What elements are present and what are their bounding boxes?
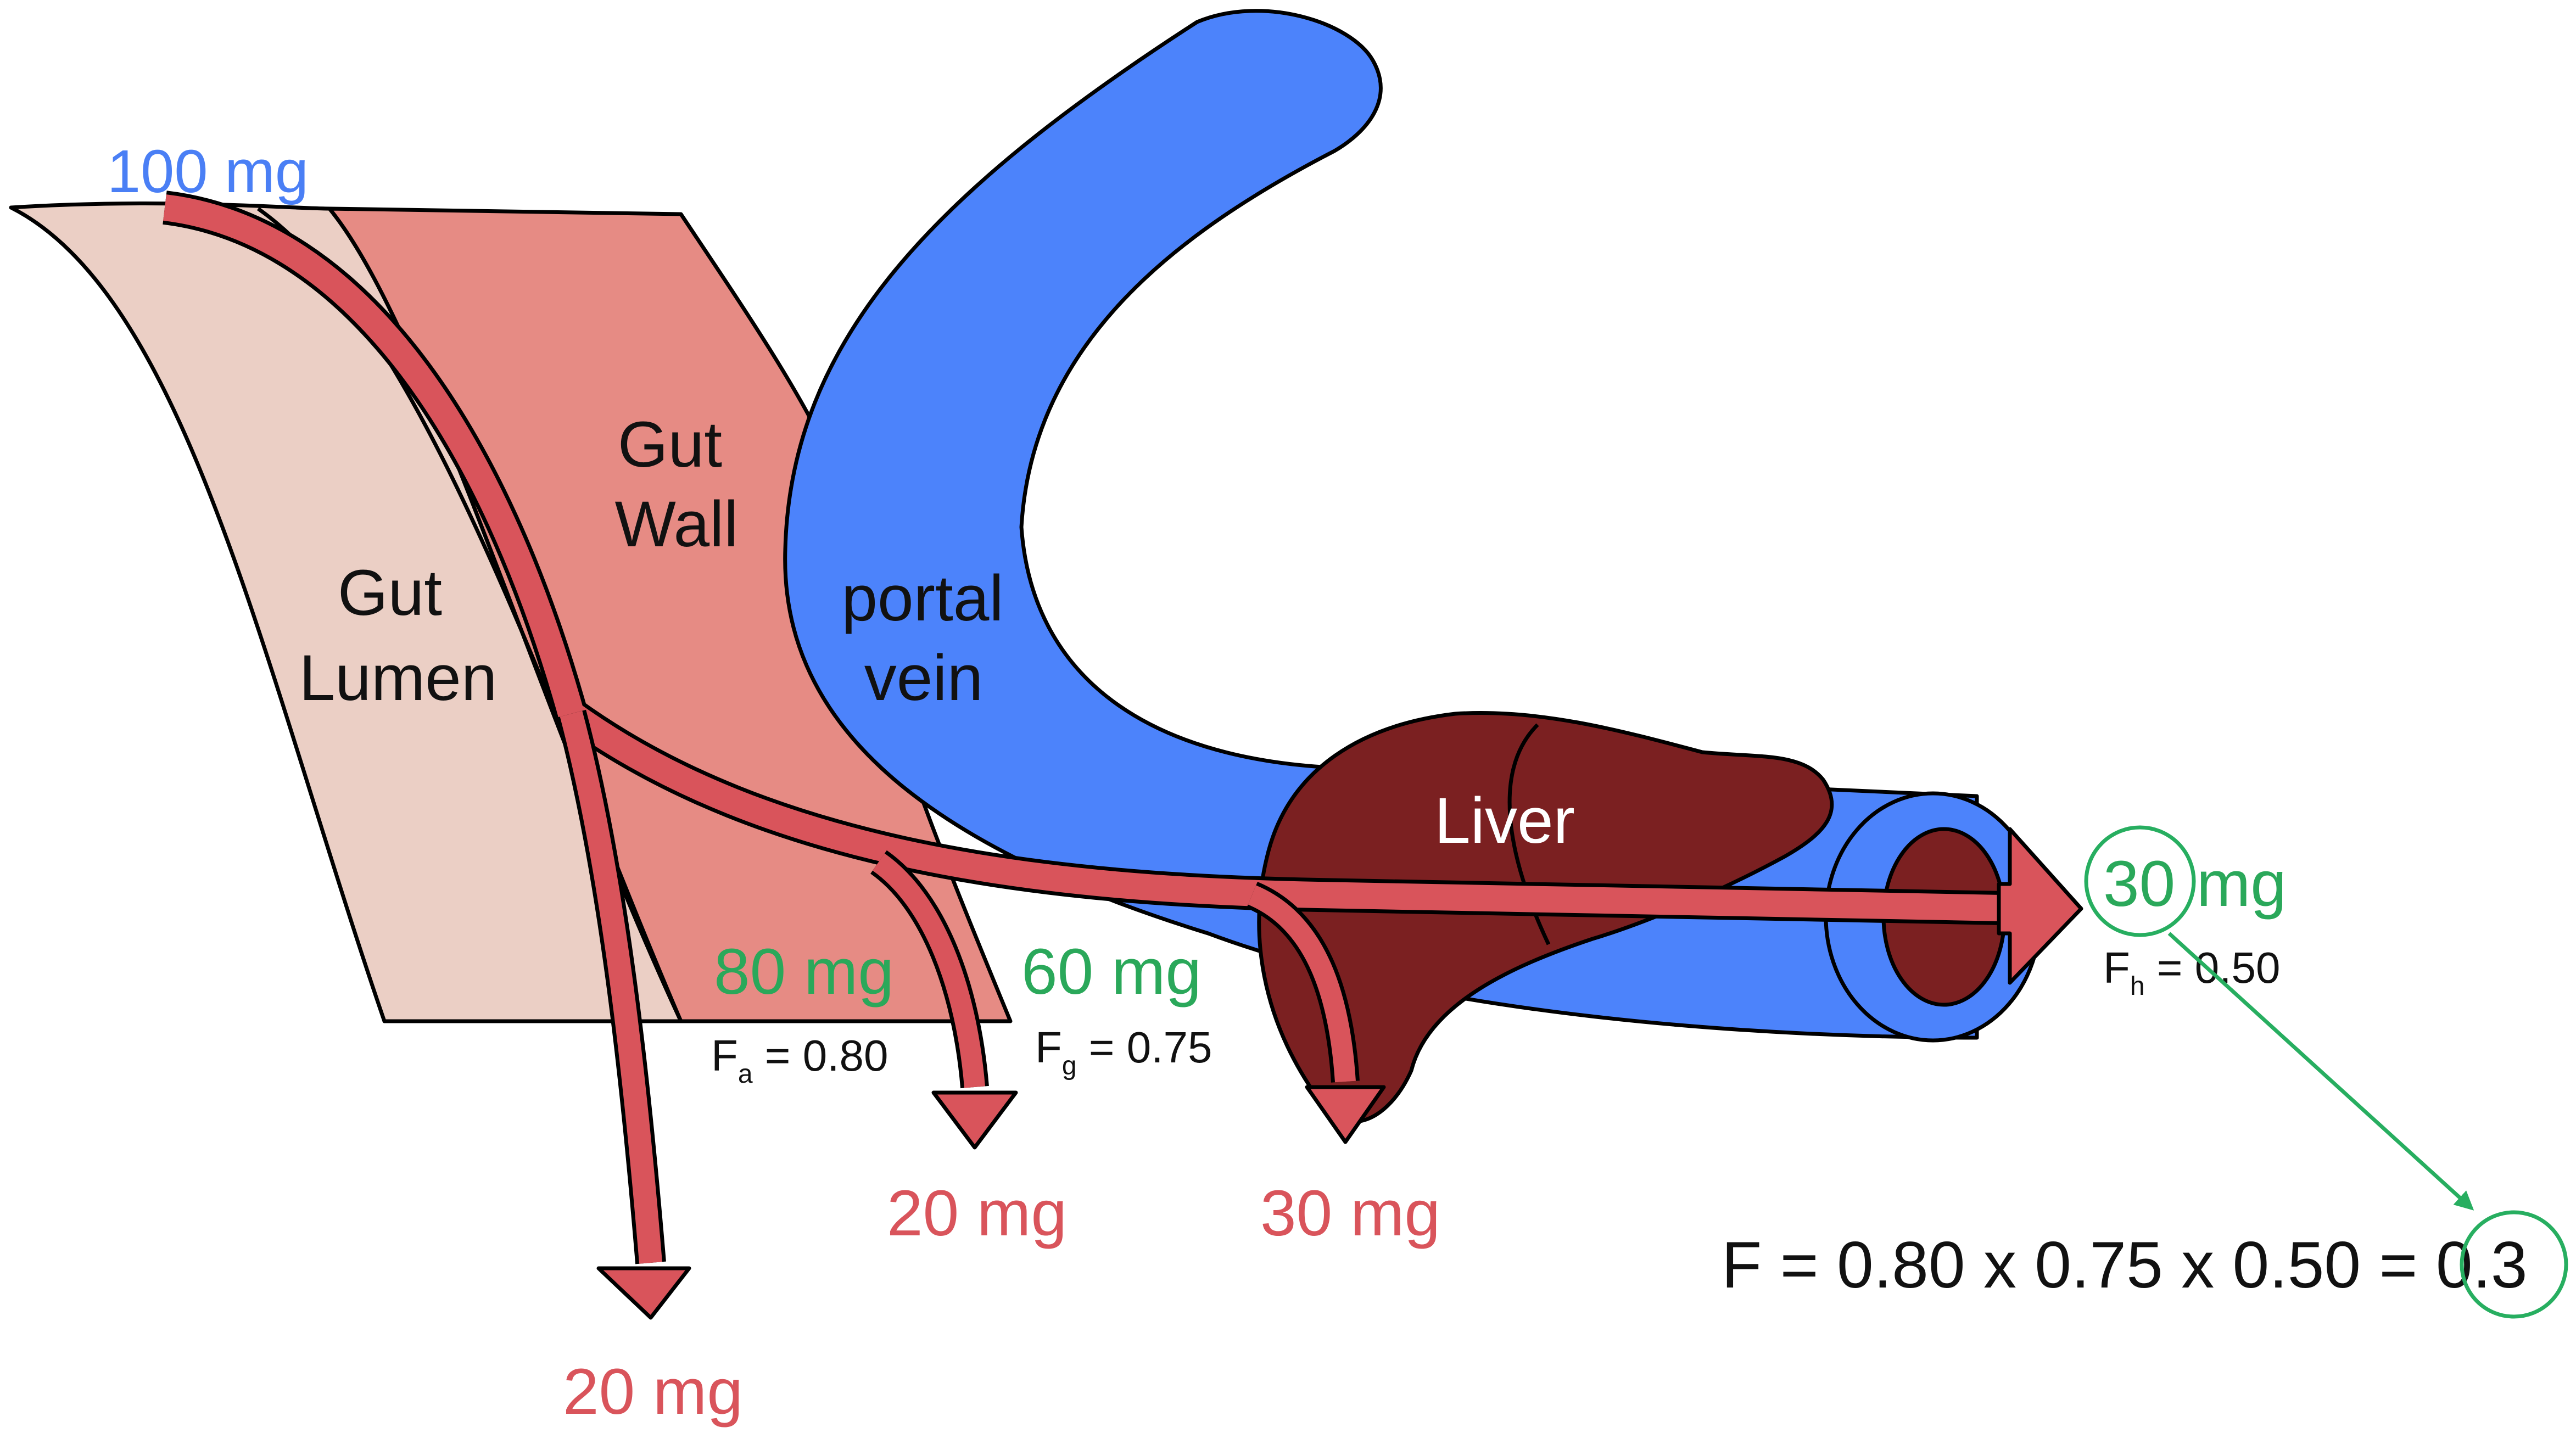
fraction-gut-wall-subscript: g xyxy=(1062,1051,1077,1081)
gut-wall-label-line2: Wall xyxy=(614,488,738,561)
drug-flow-gut-wall-loss-arrowhead xyxy=(931,1090,1018,1150)
drug-flow-unabsorbed-loss xyxy=(560,710,662,1264)
dose-label: 100 mg xyxy=(107,138,309,205)
fraction-absorbed-subscript: a xyxy=(738,1060,753,1089)
amount-after-gut-wall: 60 mg xyxy=(1021,936,1202,1008)
amount-lost-gut-wall: 20 mg xyxy=(887,1177,1067,1250)
fraction-gut-wall-symbol: F xyxy=(1035,1023,1062,1072)
drug-flow-gut-wall-loss xyxy=(872,853,985,1088)
drug-flow-liver-loss-arrowhead xyxy=(1305,1085,1386,1144)
drug-flow-unabsorbed-loss-arrowhead xyxy=(596,1266,691,1320)
amount-lost-liver: 30 mg xyxy=(1260,1177,1440,1250)
fraction-absorbed-value: = 0.80 xyxy=(753,1031,889,1080)
systemic-amount-circle xyxy=(2084,825,2196,937)
formula-expression: F = 0.80 x 0.75 x 0.50 = xyxy=(1722,1228,2436,1302)
portal-vein-label-line1: portal xyxy=(841,562,1003,635)
gut-wall-label-line1: Gut xyxy=(618,408,722,481)
drug-flow-liver-loss xyxy=(1248,885,1356,1083)
fraction-absorbed: Fa = 0.80 xyxy=(711,1031,888,1089)
fraction-hepatic-symbol: F xyxy=(2103,943,2130,992)
formula-result-circle xyxy=(2460,1210,2568,1319)
fraction-absorbed-symbol: F xyxy=(711,1031,738,1080)
fraction-hepatic-subscript: h xyxy=(2130,972,2145,1001)
amount-after-absorption: 80 mg xyxy=(714,936,894,1008)
gut-lumen-label-line1: Gut xyxy=(338,557,442,629)
bioavailability-formula: F = 0.80 x 0.75 x 0.50 = 0.3 xyxy=(1722,1228,2528,1302)
fraction-hepatic-value: = 0.50 xyxy=(2145,943,2281,992)
fraction-gut-wall: Fg = 0.75 xyxy=(1035,1023,1212,1081)
drug-flow-main-arrowhead xyxy=(1997,827,2083,985)
fraction-gut-wall-value: = 0.75 xyxy=(1077,1023,1212,1072)
amount-systemic-value: 30 xyxy=(2103,848,2175,920)
portal-vein-label-line2: vein xyxy=(864,642,983,714)
formula-result: 0.3 xyxy=(2436,1228,2528,1302)
amount-lost-unabsorbed: 20 mg xyxy=(563,1356,743,1428)
amount-systemic-unit: mg xyxy=(2197,848,2287,920)
fraction-hepatic: Fh = 0.50 xyxy=(2103,943,2280,1001)
liver-label: Liver xyxy=(1434,785,1575,857)
gut-lumen-label-line2: Lumen xyxy=(299,642,498,714)
result-connector-arrow xyxy=(2167,932,2474,1211)
